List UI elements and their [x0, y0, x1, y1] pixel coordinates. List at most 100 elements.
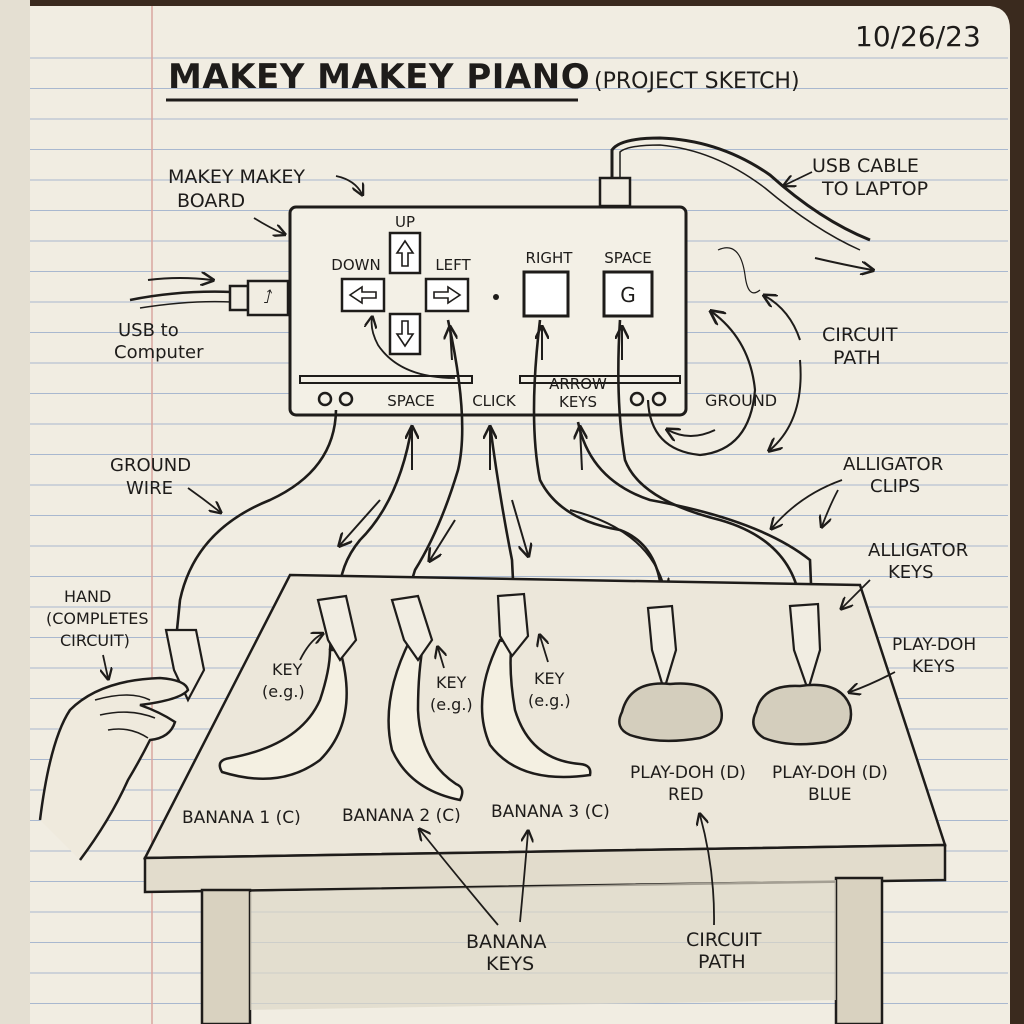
wire-click-to-banana3 — [488, 424, 516, 601]
board-label-keys: KEYS — [559, 393, 597, 411]
key-eg-3-label-2: (e.g.) — [528, 691, 571, 710]
board-label-space: SPACE — [387, 392, 435, 410]
board-label-click: CLICK — [472, 392, 517, 410]
playdoh-keys-arrow — [850, 671, 896, 692]
circuit-path-bottom-label-2: PATH — [698, 951, 746, 973]
banana-3-label: BANANA 3 (C) — [491, 802, 610, 822]
playdoh-red — [618, 682, 723, 743]
key-label-down: DOWN — [331, 256, 380, 274]
circuit-path-label-2: PATH — [833, 347, 881, 369]
date-text: 10/26/23 — [855, 20, 981, 53]
board-label-arrow: ARROW — [549, 375, 607, 393]
banana-keys-arrow-2 — [519, 832, 528, 923]
key-label-left: LEFT — [435, 256, 471, 274]
circuit-loop-arrow — [646, 312, 757, 457]
usb-cable-computer-2 — [139, 300, 233, 309]
hand-label-3: CIRCUIT) — [60, 631, 130, 650]
key-eg-2-label-1: KEY — [436, 673, 467, 692]
usb-connector-left — [228, 284, 250, 312]
ground-port-right-1 — [629, 391, 645, 407]
ground-label: GROUND — [705, 391, 777, 410]
page-subtitle: (PROJECT SKETCH) — [594, 69, 800, 94]
banana-2-label: BANANA 2 (C) — [342, 806, 461, 826]
circuit-path-arrow-a — [765, 296, 801, 341]
usb-cable-arrow — [814, 257, 872, 270]
usb-cable-laptop — [610, 136, 871, 242]
circuit-path-bottom-arrow — [700, 815, 715, 926]
arrow-to-banana2 — [430, 519, 456, 560]
usb-computer-label-1: USB to — [118, 320, 179, 341]
usb-icon: ⭜ — [263, 287, 272, 308]
key-eg-3-label-1: KEY — [534, 669, 565, 688]
playdoh-red-label-1: PLAY-DOH (D) — [630, 763, 746, 783]
playdoh-red-label-2: RED — [668, 785, 704, 805]
arrow-to-banana1 — [340, 499, 381, 545]
alligator-clips-label-1: ALLIGATOR — [843, 454, 943, 475]
hand-arrow — [103, 654, 108, 678]
circuit-path-arrow-b — [770, 359, 802, 450]
right-key — [424, 277, 470, 313]
playdoh-blue — [752, 683, 853, 746]
page-title: MAKEY MAKEY PIANO — [168, 57, 590, 97]
circuit-squiggle — [717, 247, 761, 294]
usb-cable-computer — [129, 290, 233, 302]
alligator-keys-arrow — [842, 579, 871, 608]
circuit-loop-arrow-2 — [668, 430, 716, 436]
alligator-clips-label-2: CLIPS — [870, 476, 920, 497]
board-callout-1: MAKEY MAKEY — [168, 166, 305, 188]
table-front-edge — [143, 843, 947, 894]
space-button-letter: G — [620, 283, 636, 307]
key-label-up: UP — [395, 213, 415, 231]
clip-hand — [164, 628, 206, 703]
table-shadow — [250, 880, 836, 1010]
ground-wire-arrow — [187, 487, 220, 512]
playdoh-keys-label-2: KEYS — [912, 657, 955, 677]
ground-wire-label-2: WIRE — [126, 478, 173, 499]
wire-arrow-to-playdoh-blue — [576, 421, 814, 609]
key-label-right: RIGHT — [526, 249, 574, 267]
alligator-keys-label-1: ALLIGATOR — [868, 540, 968, 561]
board-dot — [493, 294, 499, 300]
alligator-clips-arrow-1 — [772, 479, 843, 528]
playdoh-blue-label-2: BLUE — [808, 785, 851, 805]
clip-banana2 — [390, 594, 434, 662]
usb-computer-label-2: Computer — [114, 342, 204, 363]
clip-playdoh-blue — [788, 602, 822, 694]
key-eg-1-arrow — [299, 634, 322, 661]
space-button — [602, 270, 654, 318]
arrow-keys-up — [580, 428, 582, 471]
circuit-path-label-1: CIRCUIT — [822, 324, 898, 346]
key-label-space: SPACE — [604, 249, 652, 267]
arrow-to-playdoh-red — [569, 509, 665, 590]
usb-plug-left — [246, 279, 290, 317]
banana-keys-label-2: KEYS — [486, 953, 534, 975]
alligator-clips-arrow-2 — [822, 489, 839, 526]
key-eg-2-arrow — [438, 648, 444, 669]
clip-playdoh-red — [646, 604, 678, 694]
hand-label-1: HAND — [64, 587, 111, 606]
hand-label-2: (COMPLETES — [46, 609, 149, 628]
key-eg-1-label-1: KEY — [272, 660, 303, 679]
ground-wire-label-1: GROUND — [110, 455, 191, 476]
down-key — [388, 312, 422, 356]
notebook-left-page-edge — [0, 0, 30, 1024]
usb-arrow-left — [147, 278, 212, 280]
ground-wire — [174, 409, 338, 641]
usb-cable-laptop-2 — [619, 144, 861, 251]
ground-port-right-2 — [651, 391, 667, 407]
board-arrow-down — [372, 318, 456, 379]
usb-cable-label-2: TO LAPTOP — [821, 178, 928, 200]
left-key — [340, 277, 386, 313]
key-eg-1-label-2: (e.g.) — [262, 682, 305, 701]
ground-port-left-2 — [338, 391, 354, 407]
banana-keys-label-1: BANANA — [466, 931, 546, 953]
right-button — [522, 270, 570, 318]
circuit-path-bottom-label-1: CIRCUIT — [686, 929, 762, 951]
board-right-strip — [519, 375, 681, 384]
ground-port-left-1 — [317, 391, 333, 407]
playdoh-keys-label-1: PLAY-DOH — [892, 635, 976, 655]
up-key — [388, 231, 422, 275]
wire-right-to-playdoh-red — [532, 319, 664, 601]
usb-connector-top — [598, 176, 632, 208]
wire-space-to-playdoh-blue — [617, 319, 802, 601]
